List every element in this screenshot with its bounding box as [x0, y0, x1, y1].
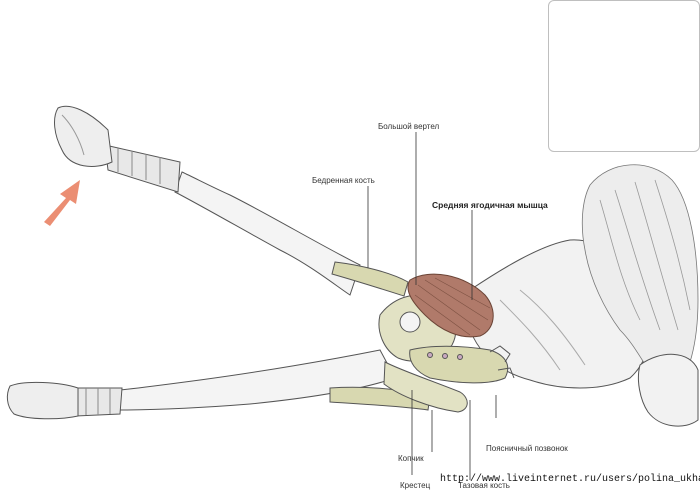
label-greater-trochanter: Большой вертел — [378, 122, 440, 131]
raised-leg — [54, 105, 361, 296]
leader-lines — [367, 132, 497, 480]
label-sacrum: Крестец — [400, 481, 431, 490]
raise-direction-arrow — [44, 180, 80, 226]
label-gluteus-medius: Средняя ягодичная мышца — [432, 200, 548, 210]
watermark-url: http://www.liveinternet.ru/users/polina_… — [440, 474, 700, 485]
label-coccyx: Копчик — [398, 454, 424, 463]
label-pelvic-bone: Тазовая кость — [458, 481, 510, 490]
arm — [637, 353, 699, 427]
label-lumbar-vertebra: Поясничный позвонок — [486, 444, 568, 453]
reference-inset-frame — [548, 0, 700, 152]
label-femur: Бедренная кость — [312, 176, 375, 185]
lower-leg — [6, 349, 396, 420]
